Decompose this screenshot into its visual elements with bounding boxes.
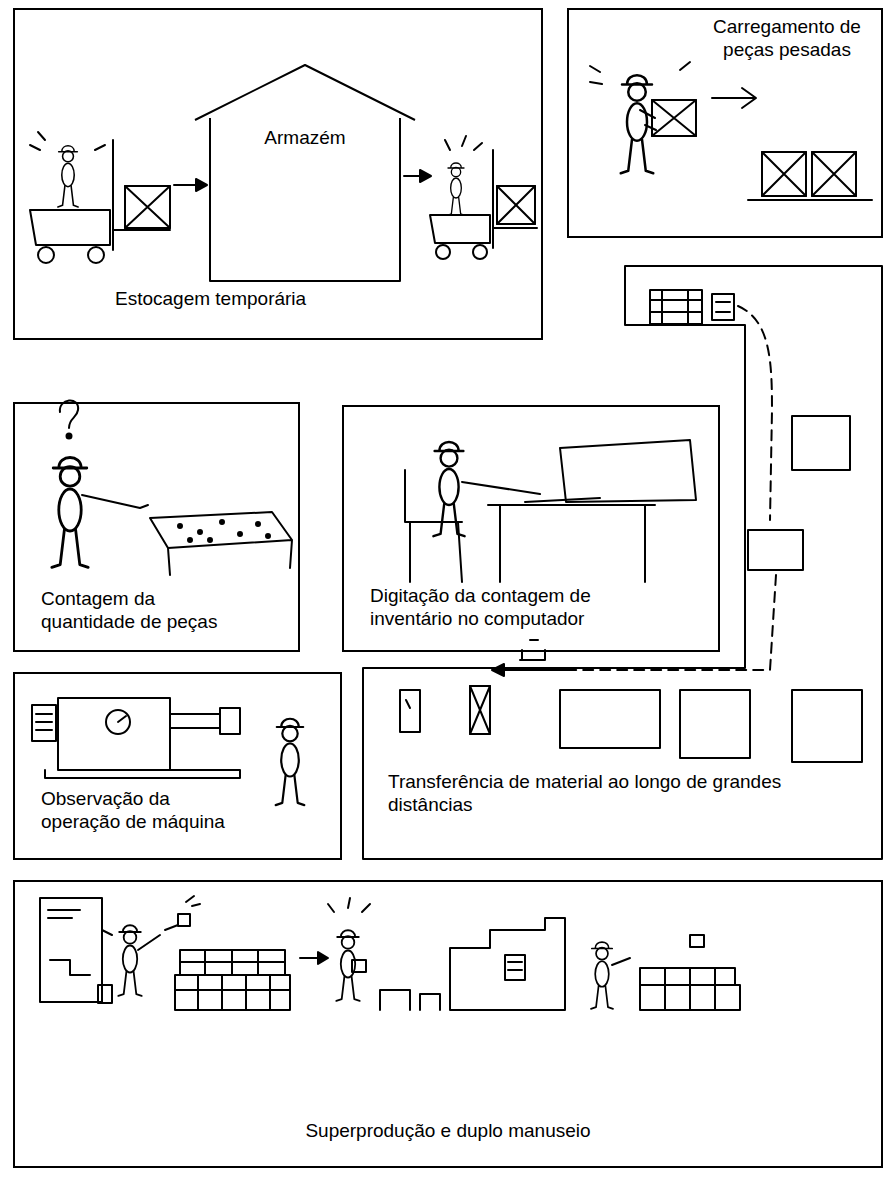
waste-panel: Contagem da quantidade de peças [13,402,300,652]
arrowhead [196,179,207,191]
panel-caption: Observação da operação de máquina [41,788,241,834]
panel-outline [362,265,883,860]
waste-panel: Carregamento de peças pesadas [567,8,883,238]
outline-path [363,266,882,859]
waste-panel: Transferência de material ao longo de gr… [362,265,883,860]
house-outline [195,65,415,282]
panel-caption: Armazém [210,127,400,150]
panel-caption: Digitação da contagem de inventário no c… [370,585,660,631]
forklift-left [30,132,170,263]
waste-panel: Digitação da contagem de inventário no c… [342,405,720,652]
worker-carrying [590,62,696,173]
panel-caption: Transferência de material ao longo de gr… [388,771,788,817]
panel-caption: Carregamento de peças pesadas [695,16,879,62]
worker-typing [405,440,696,582]
worker-watching [276,719,305,805]
transfer-route [400,290,862,762]
waste-panel: Observação da operação de máquina [13,672,342,860]
waste-panel: Superprodução e duplo manuseio [13,880,883,1168]
machine-lathe [32,698,240,778]
panel-caption: Estocagem temporária [115,288,415,311]
warehouse-shape: Armazém [195,65,415,282]
worker-counting [52,400,292,575]
crates [748,152,872,200]
forklift-right [430,136,537,259]
arrow [712,97,754,99]
outline-path [195,65,415,281]
arrowhead [420,170,431,182]
arrowhead [742,88,756,108]
panel-caption: Superprodução e duplo manuseio [15,1120,881,1143]
overproduction [40,896,740,1010]
panel-caption: Contagem da quantidade de peças [41,588,241,634]
waste-panel: Estocagem temporária Armazém [13,8,543,340]
